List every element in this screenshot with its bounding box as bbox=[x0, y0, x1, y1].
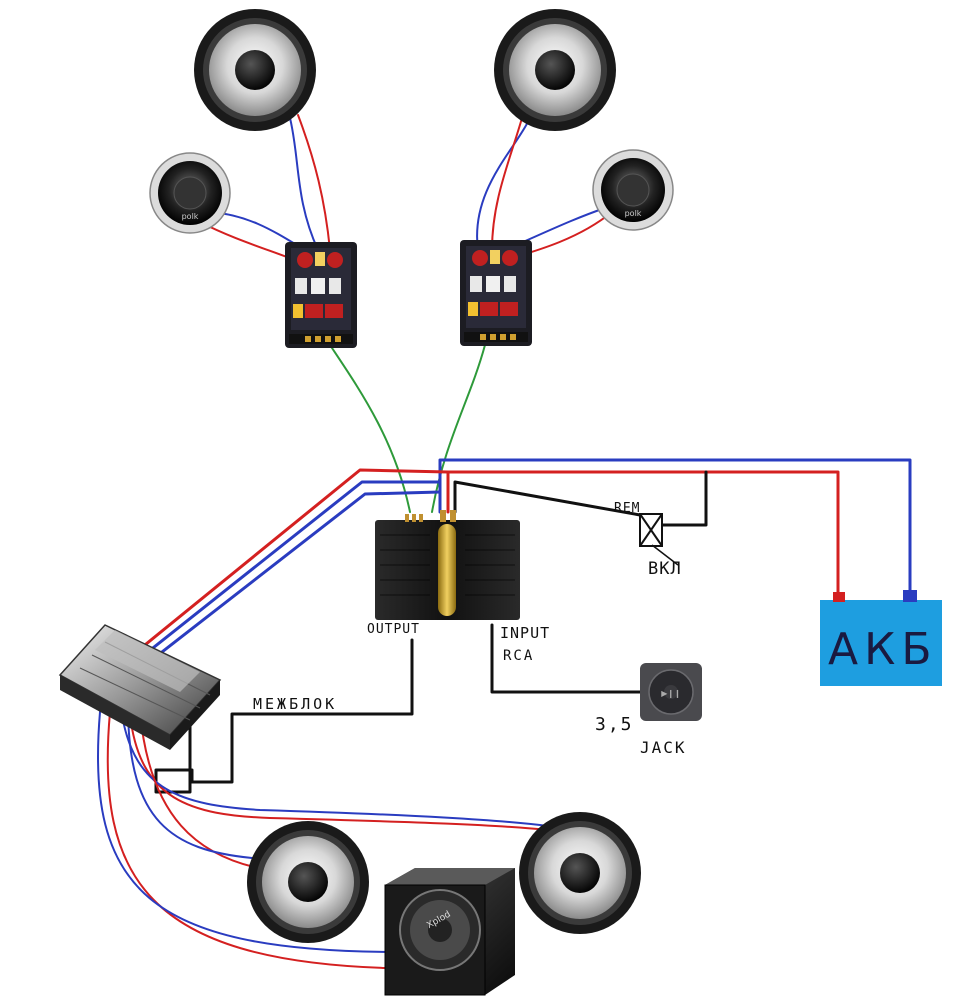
switch-icon bbox=[639, 513, 679, 566]
player-icon: ▶❙❙ bbox=[640, 663, 702, 721]
speaker-icon bbox=[194, 9, 316, 131]
remote-switch bbox=[639, 513, 679, 566]
amplifier-icon bbox=[58, 624, 222, 750]
wire-positive-main bbox=[446, 470, 840, 594]
jack-label: JACK bbox=[640, 738, 687, 757]
tweeter-left: polk bbox=[149, 152, 231, 234]
battery-icon bbox=[820, 590, 942, 686]
rear-speaker-left bbox=[247, 821, 369, 943]
tweeter-brand: polk bbox=[182, 212, 199, 221]
crossover-icon bbox=[285, 242, 357, 348]
rear-speaker-right bbox=[519, 812, 641, 934]
interconnect-label: МЕЖБЛОК bbox=[253, 695, 337, 713]
wire-negative-amp bbox=[106, 490, 442, 696]
wire-positive bbox=[139, 711, 259, 869]
subwoofer: Xplod bbox=[384, 868, 515, 996]
midbass-front-left bbox=[194, 9, 316, 131]
tweeter-icon: polk bbox=[149, 152, 231, 234]
switch-label: ВКЛ bbox=[648, 559, 682, 579]
amplifier bbox=[58, 624, 222, 750]
wire-signal bbox=[431, 344, 486, 513]
speaker-icon bbox=[494, 9, 616, 131]
crossover-icon bbox=[460, 240, 532, 346]
crossover-left bbox=[285, 242, 357, 348]
crossover-right bbox=[460, 240, 532, 346]
wire-signal bbox=[329, 344, 411, 513]
wire-positive bbox=[106, 711, 386, 969]
wire-negative bbox=[96, 711, 391, 953]
rem-label: REM bbox=[614, 501, 640, 516]
tweeter-right: polk bbox=[592, 149, 674, 231]
wire-negative bbox=[476, 117, 531, 251]
wire-negative bbox=[121, 714, 549, 827]
output-label: OUTPUT bbox=[367, 622, 420, 637]
wire-input bbox=[490, 623, 642, 694]
subwoofer-icon: Xplod bbox=[384, 868, 515, 996]
tweeter-brand: polk bbox=[625, 209, 642, 218]
input-label: INPUT bbox=[500, 624, 550, 642]
processor bbox=[375, 510, 520, 620]
midbass-front-right bbox=[494, 9, 616, 131]
wire-negative bbox=[127, 711, 253, 859]
audio-player: ▶❙❙ bbox=[640, 663, 702, 721]
wire-positive-amp bbox=[90, 468, 450, 690]
wire-negative-main bbox=[438, 458, 912, 594]
wire-negative-amp bbox=[98, 480, 442, 692]
wire-positive bbox=[297, 114, 331, 251]
wire-remote bbox=[453, 480, 642, 517]
wire-positive bbox=[491, 117, 523, 251]
tweeter-icon: polk bbox=[592, 149, 674, 231]
battery: АКБ bbox=[820, 590, 942, 686]
jack-size-label: 3,5 bbox=[595, 714, 634, 735]
speaker-icon bbox=[519, 812, 641, 934]
speaker-icon bbox=[247, 821, 369, 943]
wire-remote bbox=[660, 470, 708, 527]
rca-label: RCA bbox=[503, 648, 534, 664]
processor-icon bbox=[375, 510, 520, 620]
wire-negative bbox=[289, 117, 319, 251]
battery-label: АКБ bbox=[828, 624, 938, 675]
svg-text:▶❙❙: ▶❙❙ bbox=[661, 689, 681, 698]
